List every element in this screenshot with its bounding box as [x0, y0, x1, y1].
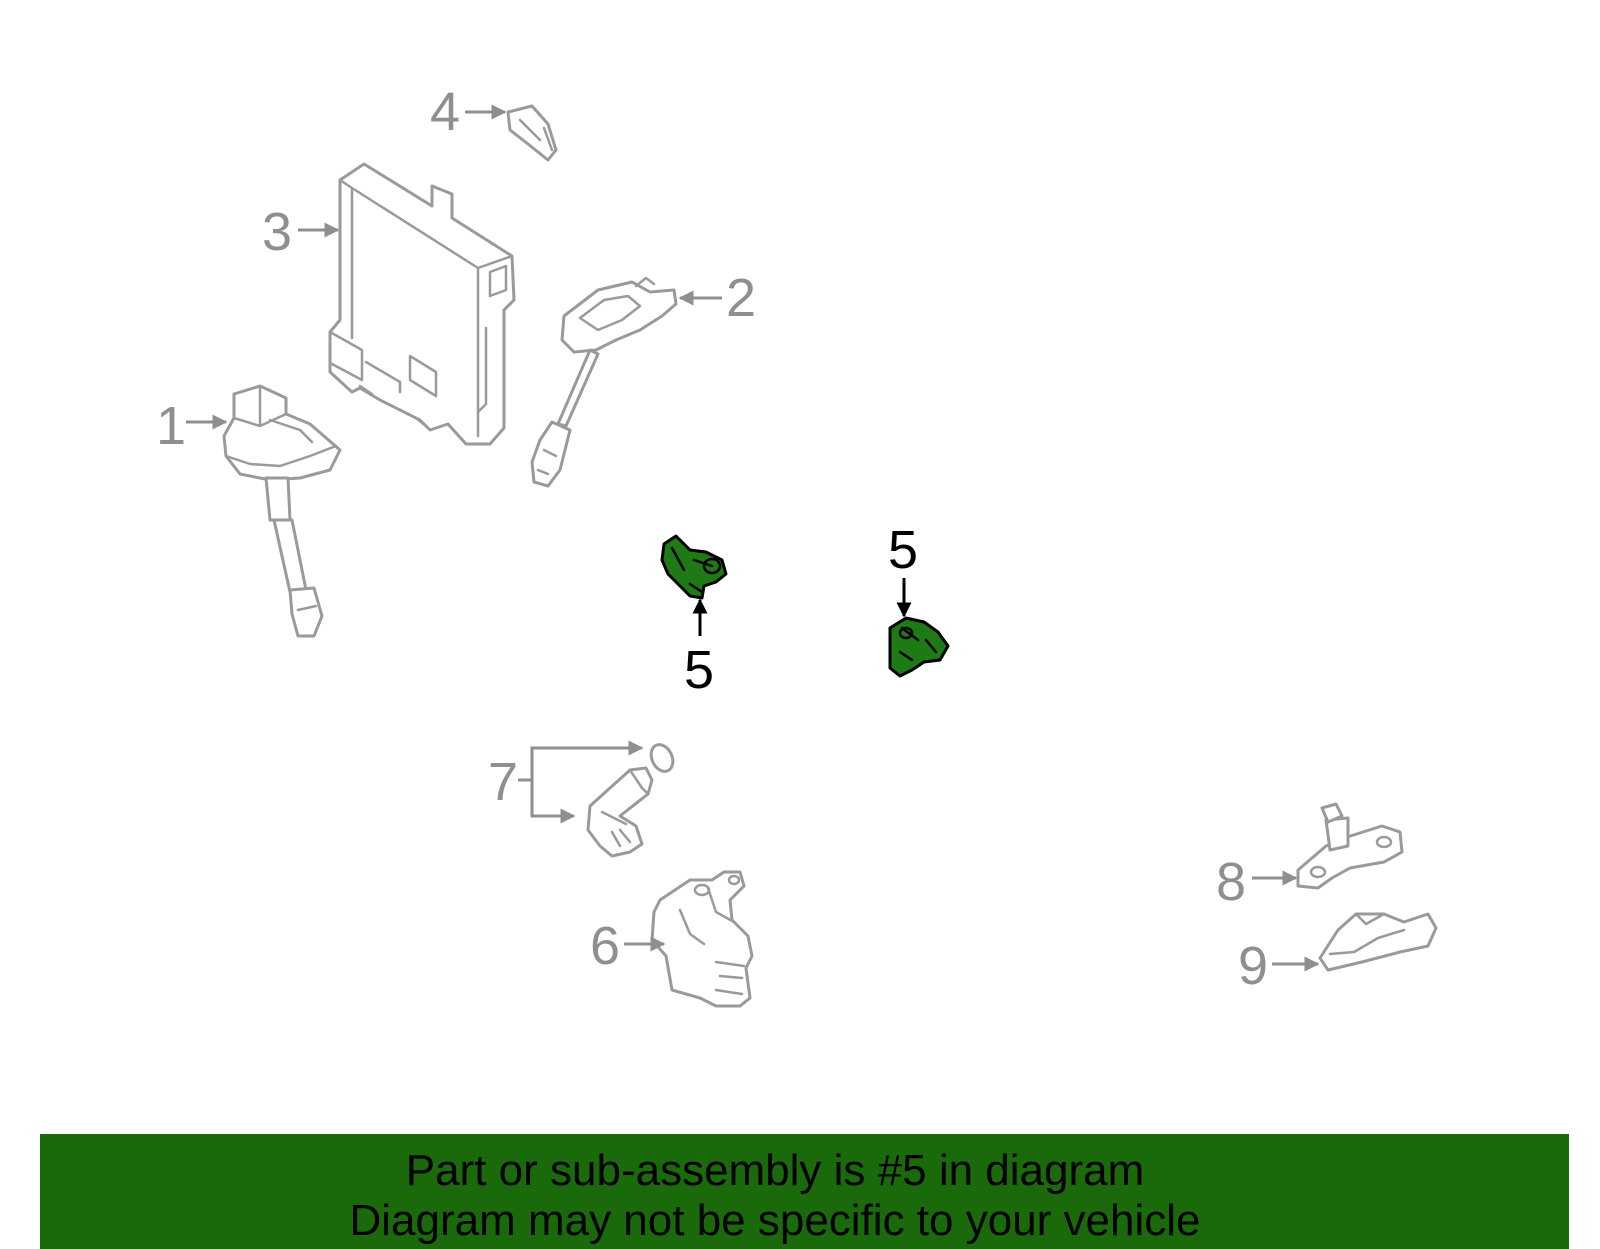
- callout-5a: 5: [684, 640, 714, 700]
- part-2-ignition-coil[interactable]: [530, 276, 678, 488]
- part-8-sensor[interactable]: [1296, 802, 1404, 890]
- info-banner: Part or sub-assembly is #5 in diagram Di…: [40, 1134, 1569, 1249]
- part-5-sensor-left[interactable]: [660, 534, 728, 600]
- banner-line-2: Diagram may not be specific to your vehi…: [349, 1196, 1201, 1245]
- part-9-sensor[interactable]: [1318, 912, 1438, 972]
- callout-4: 4: [430, 82, 460, 142]
- callout-7: 7: [488, 752, 518, 812]
- part-3-control-module[interactable]: [328, 162, 516, 446]
- part-5-sensor-right[interactable]: [888, 616, 950, 678]
- callout-2: 2: [726, 268, 756, 328]
- callout-5b: 5: [888, 520, 918, 580]
- callout-3: 3: [262, 202, 292, 262]
- callout-6: 6: [590, 916, 620, 976]
- part-7-o-ring[interactable]: [647, 741, 677, 775]
- leader-7-lower: [530, 780, 576, 824]
- leader-7-upper: [518, 740, 644, 782]
- part-1-ignition-coil[interactable]: [222, 384, 342, 638]
- callout-8: 8: [1216, 852, 1246, 912]
- part-6-sensor[interactable]: [650, 870, 754, 1008]
- callout-1: 1: [156, 396, 186, 456]
- part-7-sensor[interactable]: [586, 766, 654, 858]
- banner-line-1: Part or sub-assembly is #5 in diagram: [405, 1146, 1145, 1195]
- part-4-connector[interactable]: [506, 104, 558, 162]
- callout-9: 9: [1238, 936, 1268, 996]
